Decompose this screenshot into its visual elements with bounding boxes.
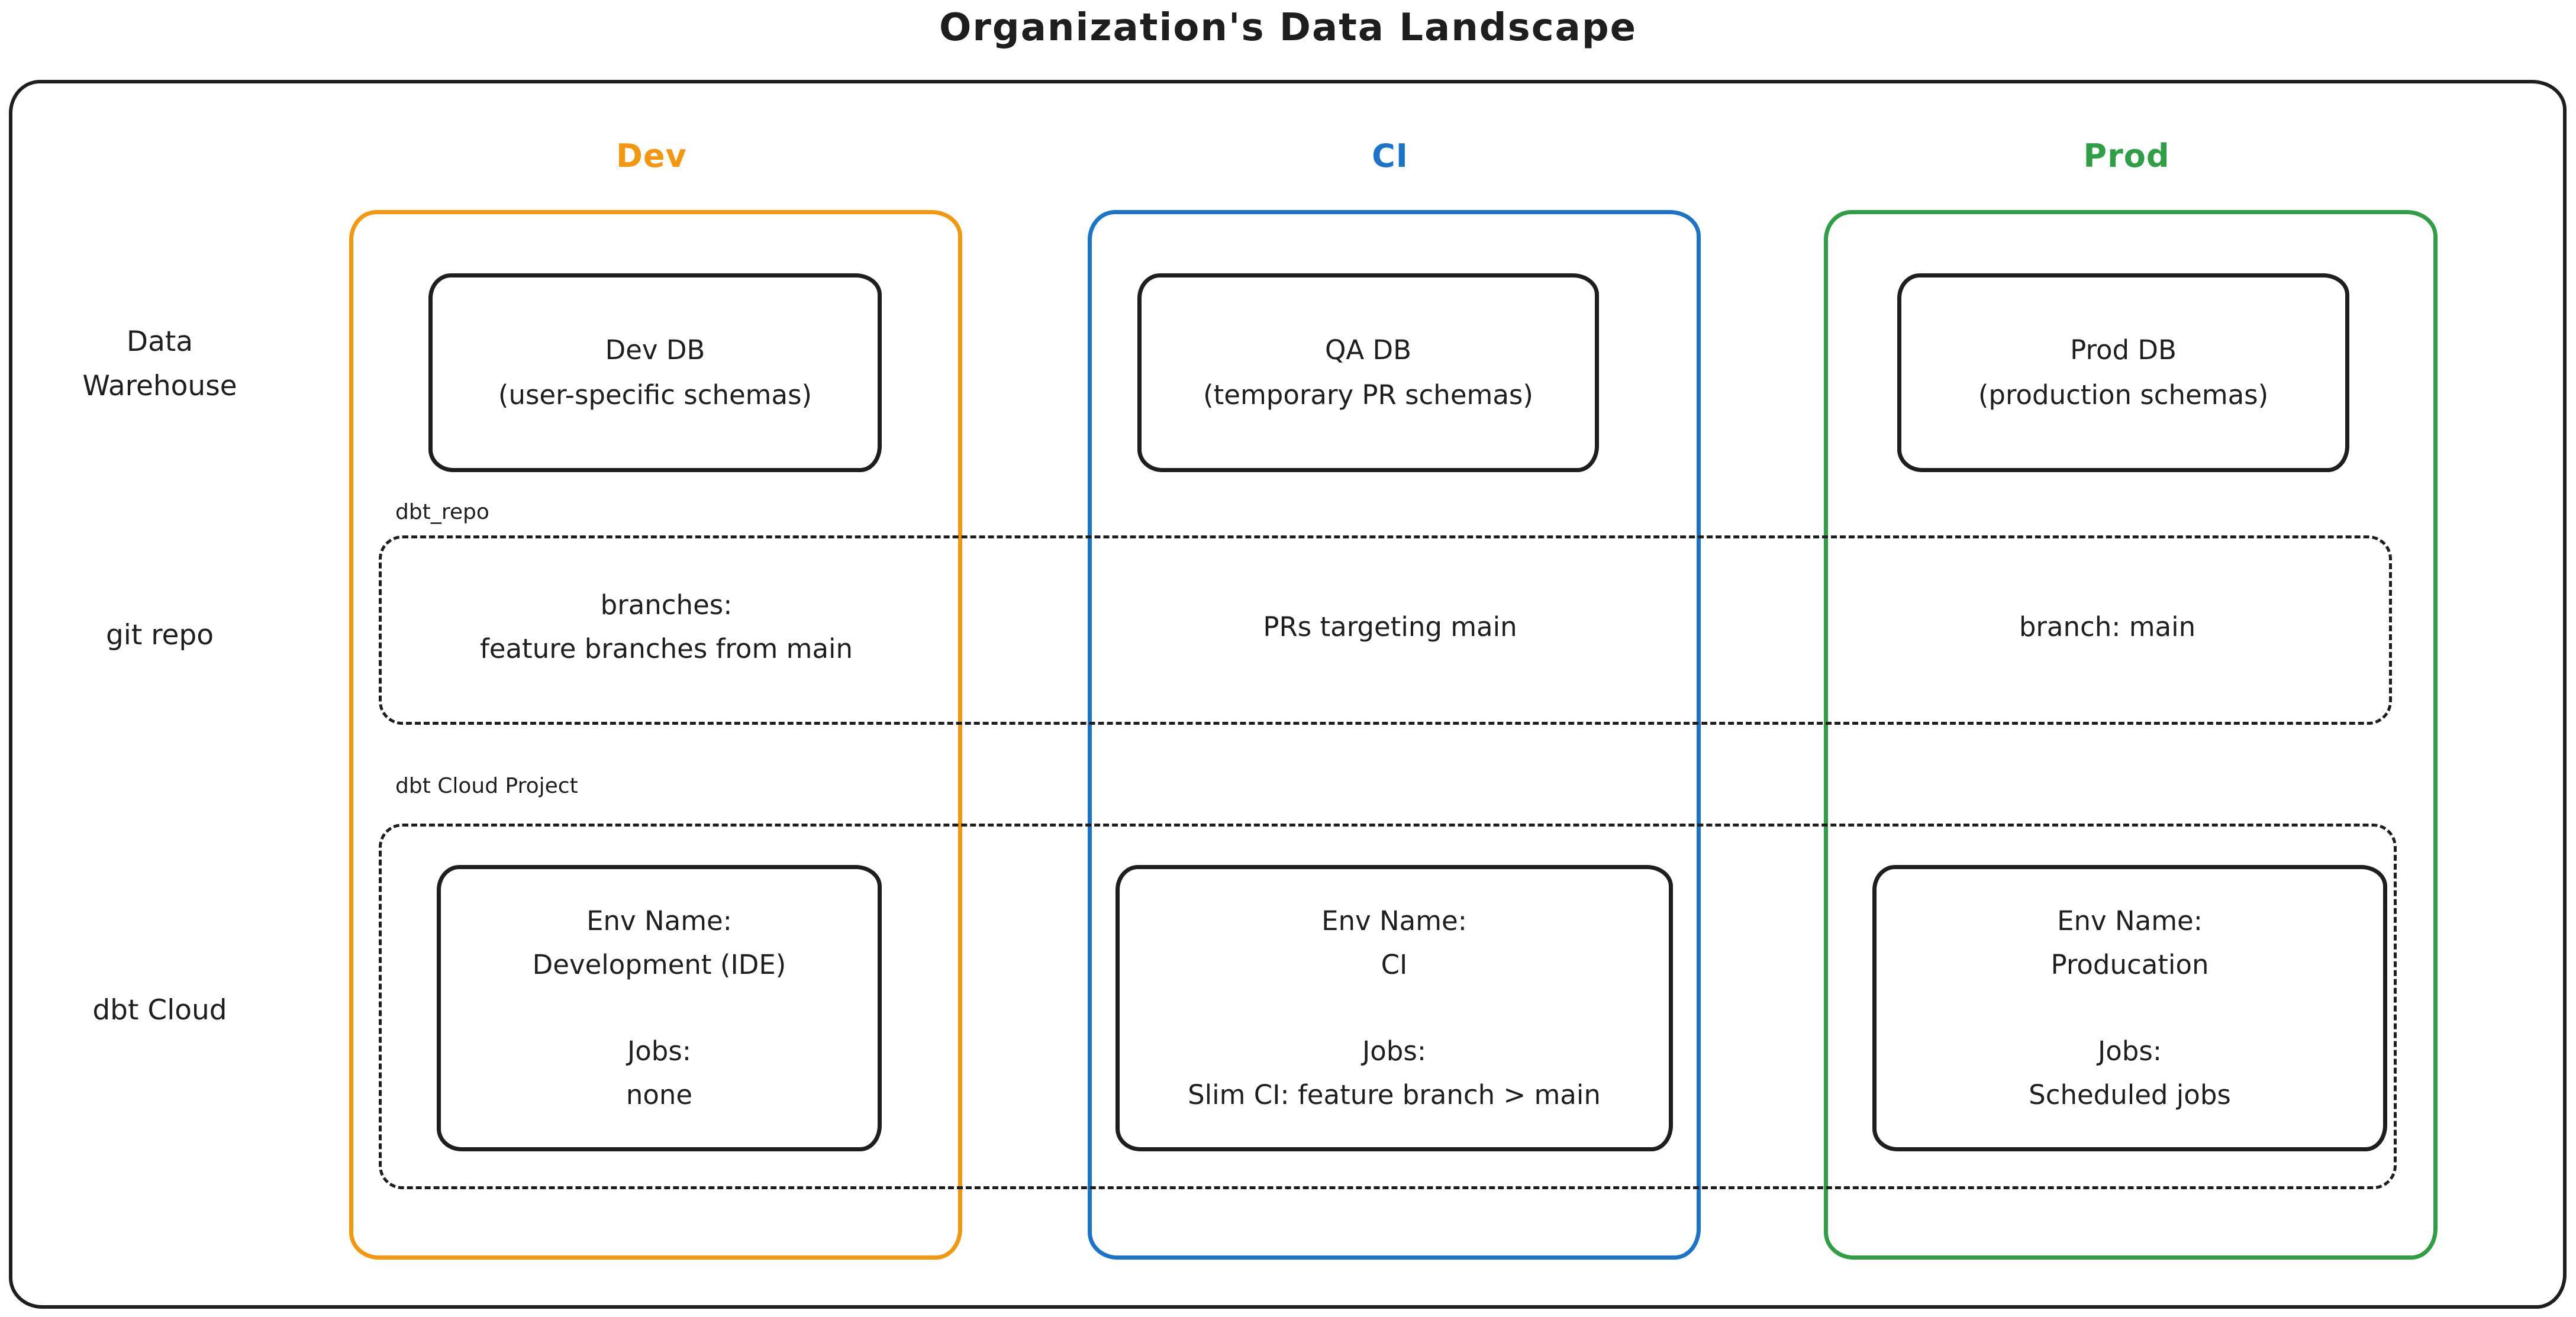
prod-env-label: Env Name: xyxy=(2057,905,2203,937)
dev-db-name: Dev DB xyxy=(605,334,705,366)
outer-frame xyxy=(9,80,2567,1309)
ci-jobs-value: Slim CI: feature branch > main xyxy=(1188,1079,1601,1111)
ci-env-name: CI xyxy=(1381,948,1408,980)
git-repo-band xyxy=(379,535,2392,725)
git-repo-cell-dev: branches: feature branches from main xyxy=(379,535,954,719)
git-repo-prod-line1: branch: main xyxy=(2019,611,2196,643)
row-label-git-repo: git repo xyxy=(105,619,214,651)
dev-env-label: Env Name: xyxy=(586,905,732,937)
prod-db-box: Prod DB (production schemas) xyxy=(1897,273,2349,472)
git-repo-dev-line2: feature branches from main xyxy=(479,633,853,664)
qa-db-name: QA DB xyxy=(1324,334,1412,366)
dbt-cloud-project-tag: dbt Cloud Project xyxy=(395,774,578,798)
git-repo-dev-line1: branches: xyxy=(600,589,733,621)
prod-jobs-value: Scheduled jobs xyxy=(2029,1079,2231,1111)
dbt-env-box-prod: Env Name: Producation Jobs: Scheduled jo… xyxy=(1872,865,2387,1151)
dbt-cloud-band xyxy=(379,824,2397,1189)
prod-env-name: Producation xyxy=(2051,948,2209,980)
column-header-ci: CI xyxy=(1372,137,1408,175)
dev-env-name: Development (IDE) xyxy=(532,948,786,980)
column-prod xyxy=(1824,210,2438,1260)
row-label-data-warehouse-line1: Data xyxy=(126,325,194,358)
git-repo-cell-prod: branch: main xyxy=(1824,535,2391,719)
qa-db-detail: (temporary PR schemas) xyxy=(1203,379,1533,411)
dev-db-box: Dev DB (user-specific schemas) xyxy=(428,273,882,472)
row-label-dbt-cloud: dbt Cloud xyxy=(92,994,227,1027)
column-ci xyxy=(1088,210,1701,1260)
ci-jobs-label: Jobs: xyxy=(1362,1035,1426,1067)
qa-db-box: QA DB (temporary PR schemas) xyxy=(1137,273,1599,472)
dbt-repo-tag: dbt_repo xyxy=(395,500,489,524)
git-repo-cell-ci: PRs targeting main xyxy=(1088,535,1692,719)
column-header-dev: Dev xyxy=(616,137,687,175)
prod-jobs-label: Jobs: xyxy=(2098,1035,2162,1067)
dev-jobs-label: Jobs: xyxy=(627,1035,691,1067)
dbt-env-box-ci: Env Name: CI Jobs: Slim CI: feature bran… xyxy=(1115,865,1673,1151)
prod-db-detail: (production schemas) xyxy=(1978,379,2269,411)
dev-db-detail: (user-specific schemas) xyxy=(498,379,813,411)
git-repo-ci-line1: PRs targeting main xyxy=(1263,611,1517,643)
column-dev xyxy=(349,210,962,1260)
dbt-env-box-dev: Env Name: Development (IDE) Jobs: none xyxy=(437,865,882,1151)
dev-jobs-value: none xyxy=(626,1079,693,1111)
diagram-title: Organization's Data Landscape xyxy=(939,6,1637,50)
row-label-data-warehouse-line2: Warehouse xyxy=(82,370,237,403)
row-label-data-warehouse: Data Warehouse xyxy=(18,319,302,408)
prod-db-name: Prod DB xyxy=(2070,334,2177,366)
ci-env-label: Env Name: xyxy=(1321,905,1467,937)
column-header-prod: Prod xyxy=(2083,137,2170,175)
